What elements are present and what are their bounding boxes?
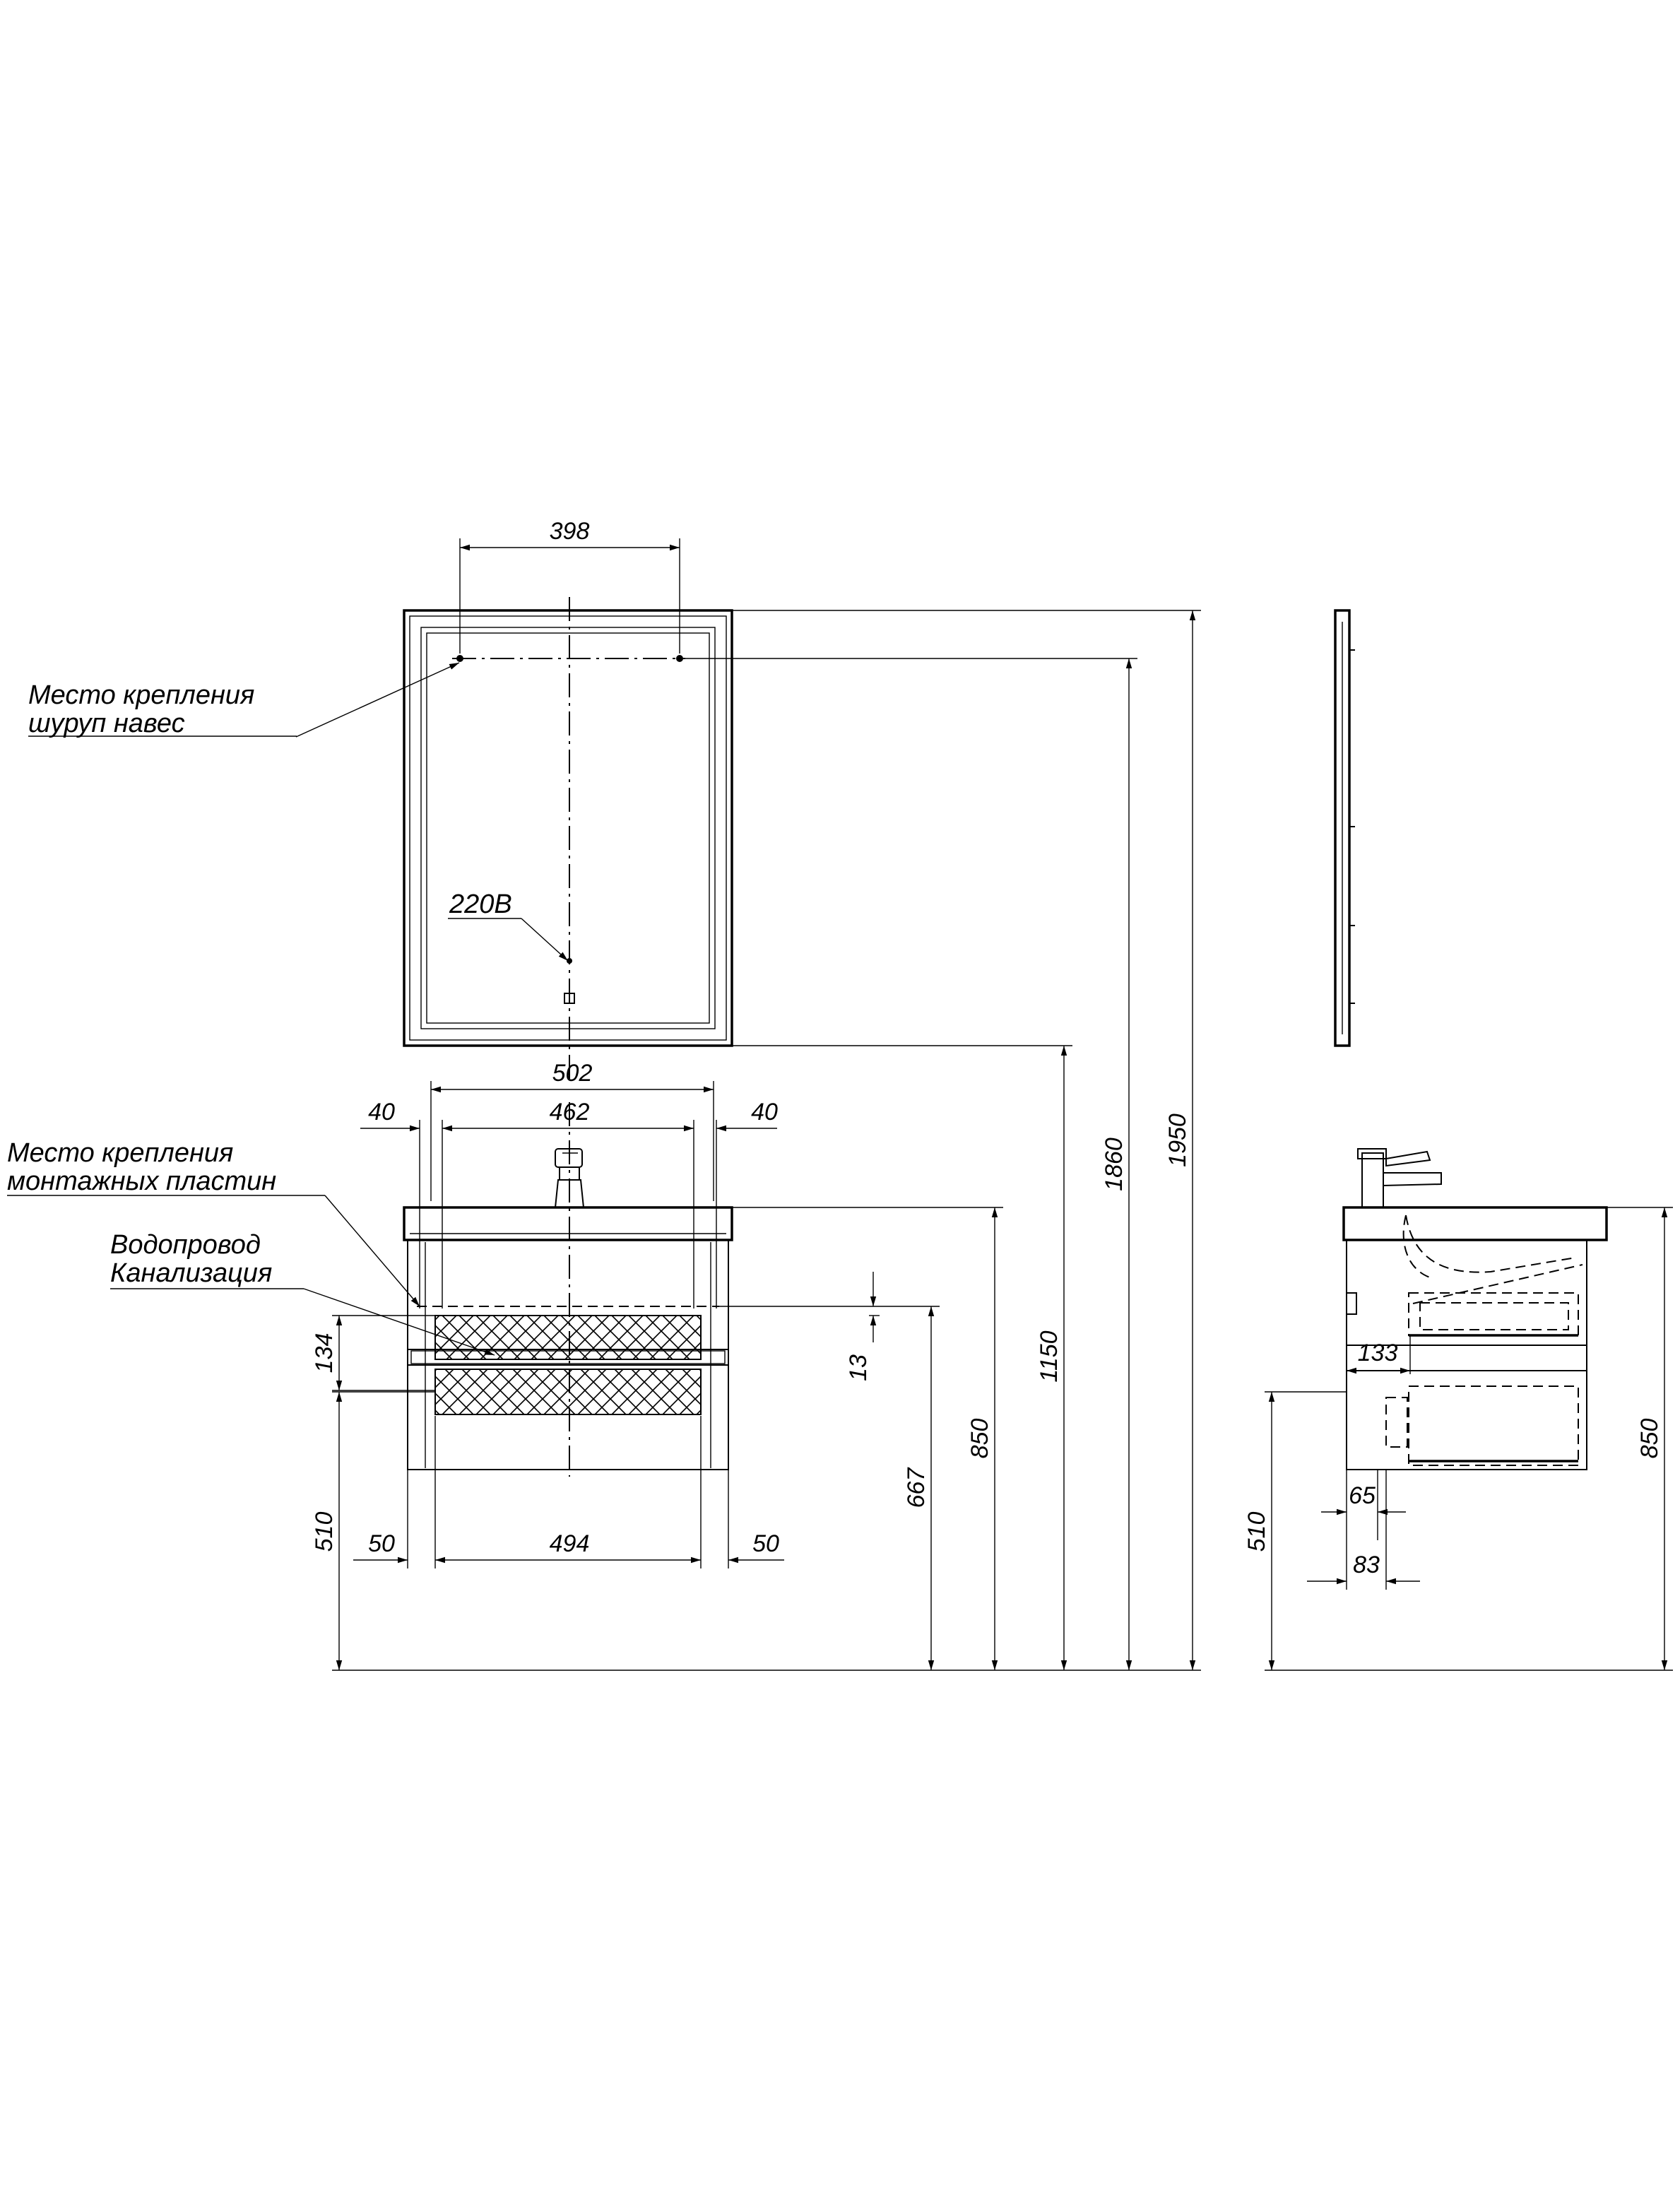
dim-65-label: 65 xyxy=(1349,1482,1376,1509)
dim-1860-label: 1860 xyxy=(1101,1138,1128,1191)
label-pipes-1: Водопровод xyxy=(110,1230,261,1260)
dim-40-left-label: 40 xyxy=(368,1099,395,1125)
faucet-icon xyxy=(554,1148,585,1208)
callout-plate-mount: Место крепления монтажных пластин xyxy=(7,1138,420,1307)
dim-side-850-label: 850 xyxy=(1636,1419,1663,1459)
dim-mirror-hole-spacing: 398 xyxy=(459,518,680,654)
label-plate-mount-2: монтажных пластин xyxy=(7,1166,276,1196)
cabinet-side xyxy=(1342,1148,1608,1470)
dim-pipe-offset: 13 xyxy=(845,1272,880,1381)
label-mirror-mount-2: шуруп навес xyxy=(28,709,185,738)
callout-pipes: Водопровод Канализация xyxy=(110,1230,495,1356)
mirror-side xyxy=(1334,609,1355,1047)
label-plate-mount-1: Место крепления xyxy=(7,1138,233,1168)
mirror-front xyxy=(403,597,733,1081)
dim-side-bottom: 510 xyxy=(1243,1391,1673,1671)
dim-13-label: 13 xyxy=(845,1354,872,1381)
dim-398-label: 398 xyxy=(550,518,590,545)
faucet-side-icon xyxy=(1357,1148,1442,1208)
label-mirror-mount-1: Место крепления xyxy=(28,680,254,710)
dim-40-right-label: 40 xyxy=(751,1099,778,1125)
dim-134-label: 134 xyxy=(311,1333,338,1373)
dim-1950-label: 1950 xyxy=(1164,1113,1191,1167)
dim-pipe-zone: 134 xyxy=(311,1315,435,1391)
dim-494-label: 494 xyxy=(550,1530,590,1557)
dim-510-label: 510 xyxy=(311,1512,338,1552)
dim-667-label: 667 xyxy=(903,1467,930,1508)
dim-850-label: 850 xyxy=(966,1419,993,1459)
dim-side-510-label: 510 xyxy=(1243,1512,1270,1552)
dim-50-right-label: 50 xyxy=(752,1530,779,1557)
power-switch-icon xyxy=(564,993,575,1004)
dim-502-label: 502 xyxy=(552,1060,593,1087)
cabinet-front xyxy=(403,1102,733,1477)
callout-mirror-mount: Место крепления шуруп навес xyxy=(28,662,460,738)
mirror-mount-hole-left xyxy=(456,655,463,662)
label-220v: 220В xyxy=(449,890,512,919)
dim-133-label: 133 xyxy=(1358,1340,1398,1366)
callout-power: 220В xyxy=(448,890,569,962)
dim-50-left-label: 50 xyxy=(368,1530,395,1557)
dim-462-label: 462 xyxy=(550,1099,590,1125)
dim-side-pipe-depth: 133 xyxy=(1347,1335,1411,1374)
label-pipes-2: Канализация xyxy=(110,1258,272,1288)
dim-heights: 667 850 1150 1860 1950 xyxy=(680,610,1201,1670)
dim-bottom-spacing: 494 50 50 xyxy=(353,1416,784,1568)
dim-side-offsets: 65 83 xyxy=(1307,1470,1420,1590)
dim-side-counter: 850 xyxy=(1607,1207,1673,1670)
dim-plate-spacing: 462 40 40 xyxy=(360,1099,778,1308)
dim-83-label: 83 xyxy=(1353,1552,1380,1578)
dim-1150-label: 1150 xyxy=(1036,1330,1063,1382)
dim-cabinet-width: 502 xyxy=(430,1060,714,1201)
dim-floor-to-bottom: 510 xyxy=(311,1391,1201,1671)
